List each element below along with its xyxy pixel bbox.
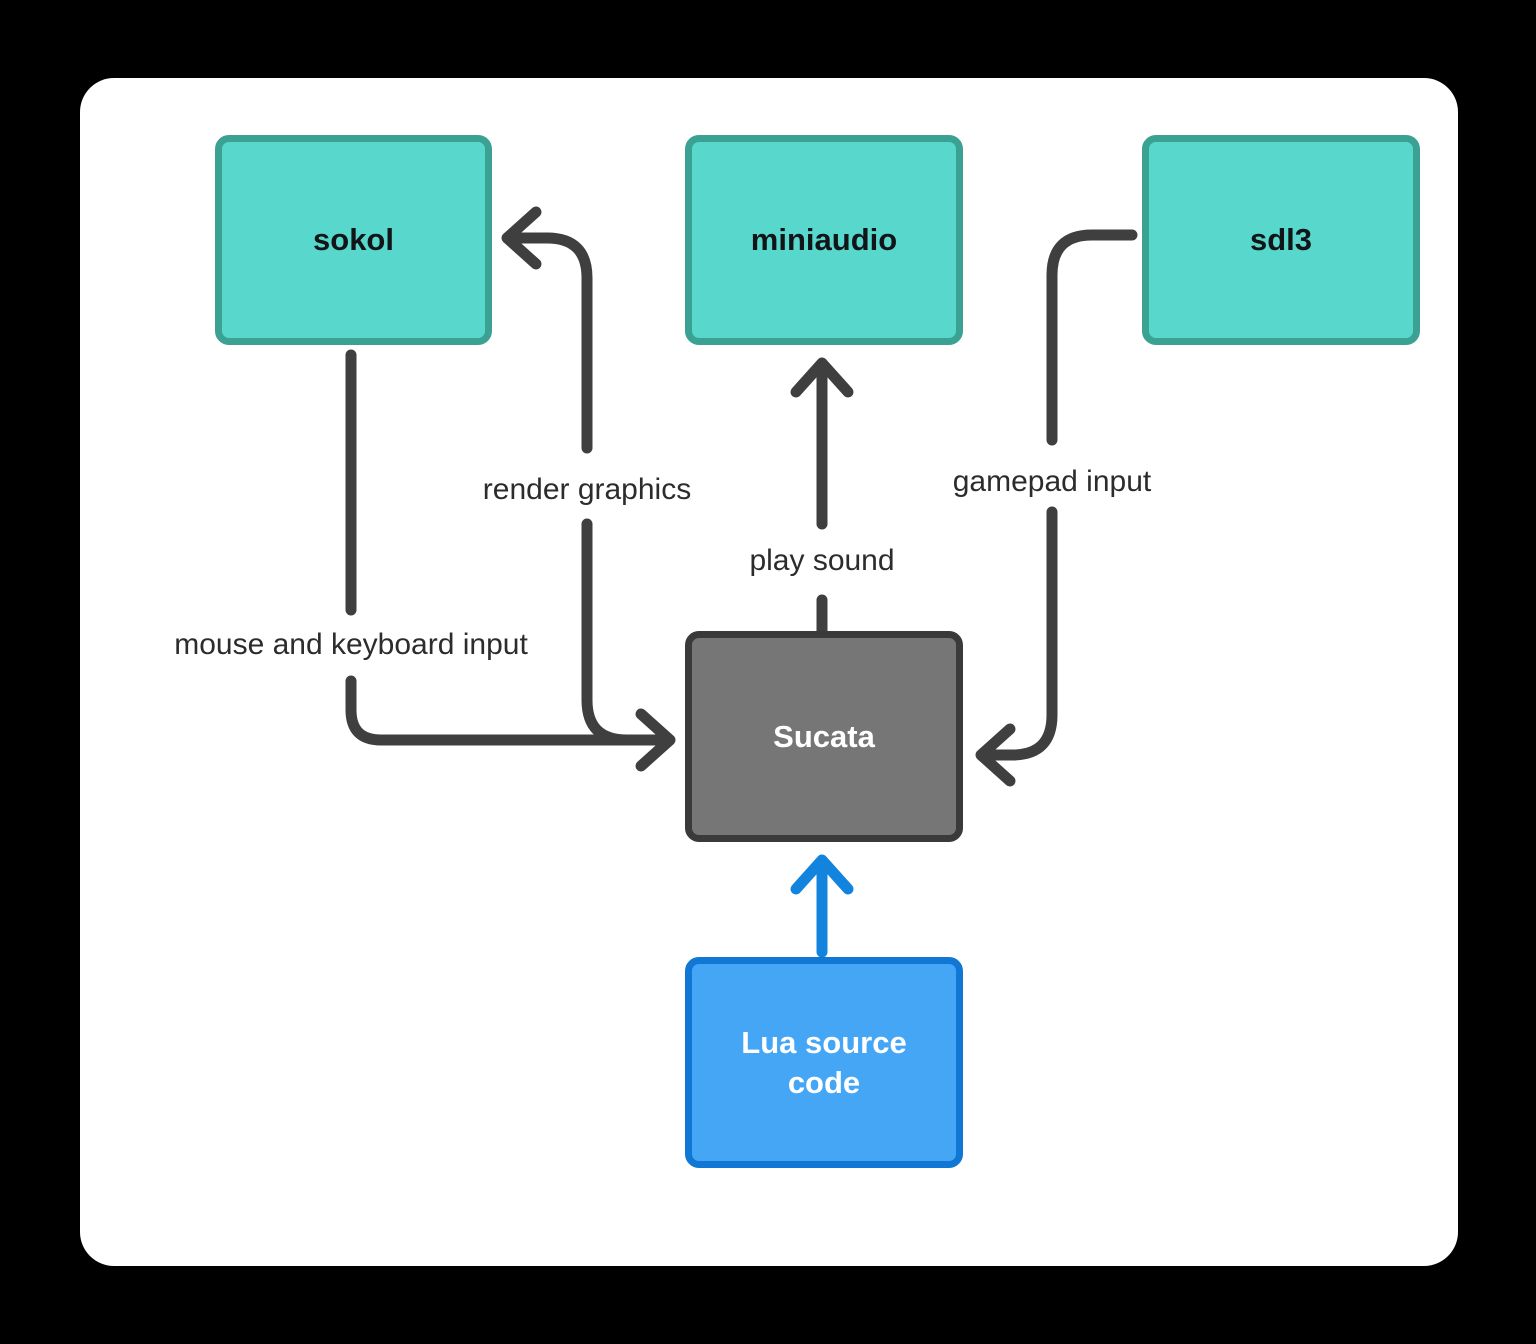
node-sucata[interactable]: Sucata <box>685 631 963 842</box>
node-sdl3[interactable]: sdl3 <box>1142 135 1420 345</box>
node-sokol[interactable]: sokol <box>215 135 492 345</box>
edge-label-gamepad-input: gamepad input <box>952 465 1152 498</box>
node-miniaudio[interactable]: miniaudio <box>685 135 963 345</box>
node-sucata-label: Sucata <box>773 718 875 754</box>
node-miniaudio-label: miniaudio <box>750 222 898 258</box>
node-lua-source-code-label: Lua source code <box>741 1023 906 1102</box>
node-lua-label-line1: Lua source <box>741 1024 907 1060</box>
node-sdl3-label: sdl3 <box>1249 222 1313 258</box>
edge-label-render-graphics: render graphics <box>482 473 692 506</box>
edge-label-play-sound: play sound <box>749 544 895 577</box>
edge-label-mouse-and-keyboard-input: mouse and keyboard input <box>174 628 528 661</box>
node-lua-source-code[interactable]: Lua source code <box>685 957 963 1168</box>
node-sokol-label: sokol <box>313 222 394 258</box>
node-lua-label-line2: code <box>787 1064 861 1100</box>
